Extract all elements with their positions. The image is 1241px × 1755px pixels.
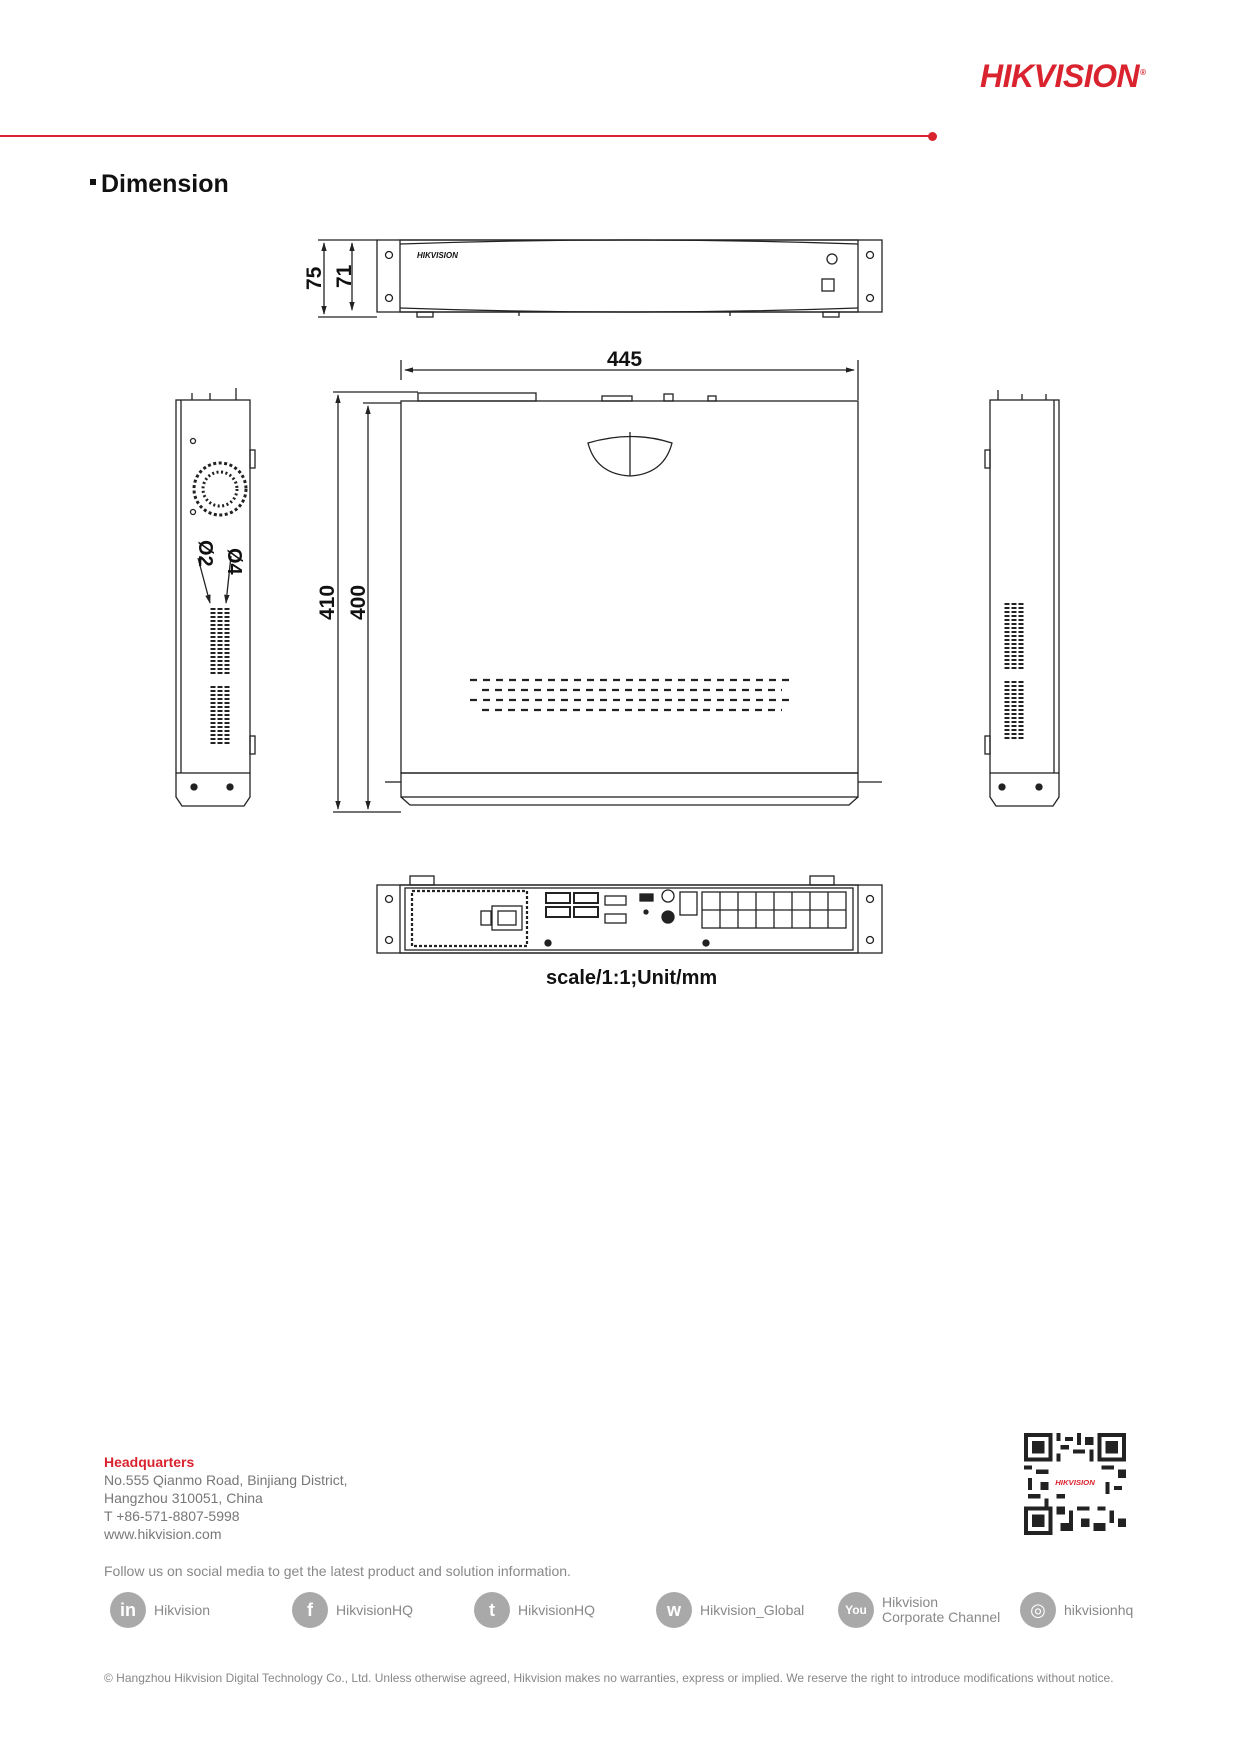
youtube-icon: You [838, 1592, 874, 1628]
top-view [333, 360, 882, 813]
rear-ports [701, 891, 847, 929]
headquarters-address-line1: No.555 Qianmo Road, Binjiang District, [104, 1472, 348, 1488]
wechat-icon: w [656, 1592, 692, 1628]
headquarters-website[interactable]: www.hikvision.com [104, 1526, 222, 1542]
social-wechat[interactable]: w Hikvision_Global [656, 1588, 804, 1632]
twitter-icon: t [474, 1592, 510, 1628]
front-view [318, 239, 883, 318]
headquarters-block: Headquarters No.555 Qianmo Road, Binjian… [104, 1453, 348, 1543]
scale-note: scale/1:1;Unit/mm [546, 967, 717, 989]
dim-width: 445 [607, 348, 642, 371]
social-instagram[interactable]: ◎ hikvisionhq [1020, 1588, 1133, 1632]
rear-view [376, 875, 883, 954]
social-label: Hikvision Corporate Channel [882, 1594, 1001, 1625]
dim-hole-small: Ø2 [194, 540, 216, 567]
qr-badge-text: HIKVISION [1055, 1478, 1095, 1487]
social-label: hikvisionhq [1064, 1601, 1134, 1618]
device-front-badge: HIKVISION [417, 251, 458, 260]
section-title: Dimension [90, 170, 229, 199]
right-side-view [984, 390, 1060, 807]
dim-hole-large: Ø4 [223, 548, 245, 576]
copyright-footer: © Hangzhou Hikvision Digital Technology … [104, 1671, 1114, 1685]
headquarters-title: Headquarters [104, 1454, 195, 1470]
social-facebook[interactable]: f HikvisionHQ [292, 1588, 413, 1632]
social-label: Hikvision_Global [700, 1601, 805, 1618]
bullet-icon [90, 179, 96, 186]
instagram-icon: ◎ [1020, 1592, 1056, 1628]
top-vents [470, 678, 794, 712]
social-label: Hikvision [154, 1601, 211, 1618]
dim-depth-outer: 410 [316, 585, 339, 620]
registered-mark: ® [1140, 68, 1146, 78]
dim-depth-inner: 400 [347, 585, 370, 620]
qr-code: HIKVISION [1024, 1433, 1126, 1535]
headquarters-phone: T +86-571-8807-5998 [104, 1508, 240, 1524]
follow-text: Follow us on social media to get the lat… [104, 1563, 571, 1579]
social-links: in Hikvision f HikvisionHQ t HikvisionHQ… [110, 1588, 1150, 1632]
social-youtube[interactable]: You Hikvision Corporate Channel [838, 1588, 1002, 1632]
left-side-view [175, 388, 256, 807]
facebook-icon: f [292, 1592, 328, 1628]
section-title-text: Dimension [101, 170, 229, 198]
dim-front-height-outer: 75 [303, 266, 326, 290]
brand-logo-text: HIKVISION [980, 58, 1140, 94]
headquarters-address-line2: Hangzhou 310051, China [104, 1490, 263, 1506]
social-linkedin[interactable]: in Hikvision [110, 1588, 210, 1632]
linkedin-icon: in [110, 1592, 146, 1628]
social-label: HikvisionHQ [518, 1601, 596, 1618]
dim-front-height-inner: 71 [333, 264, 356, 288]
social-twitter[interactable]: t HikvisionHQ [474, 1588, 595, 1632]
header-rule [0, 135, 932, 137]
brand-logo: HIKVISION® [980, 58, 1146, 95]
header-rule-dot [928, 132, 937, 141]
social-label: HikvisionHQ [336, 1601, 414, 1618]
